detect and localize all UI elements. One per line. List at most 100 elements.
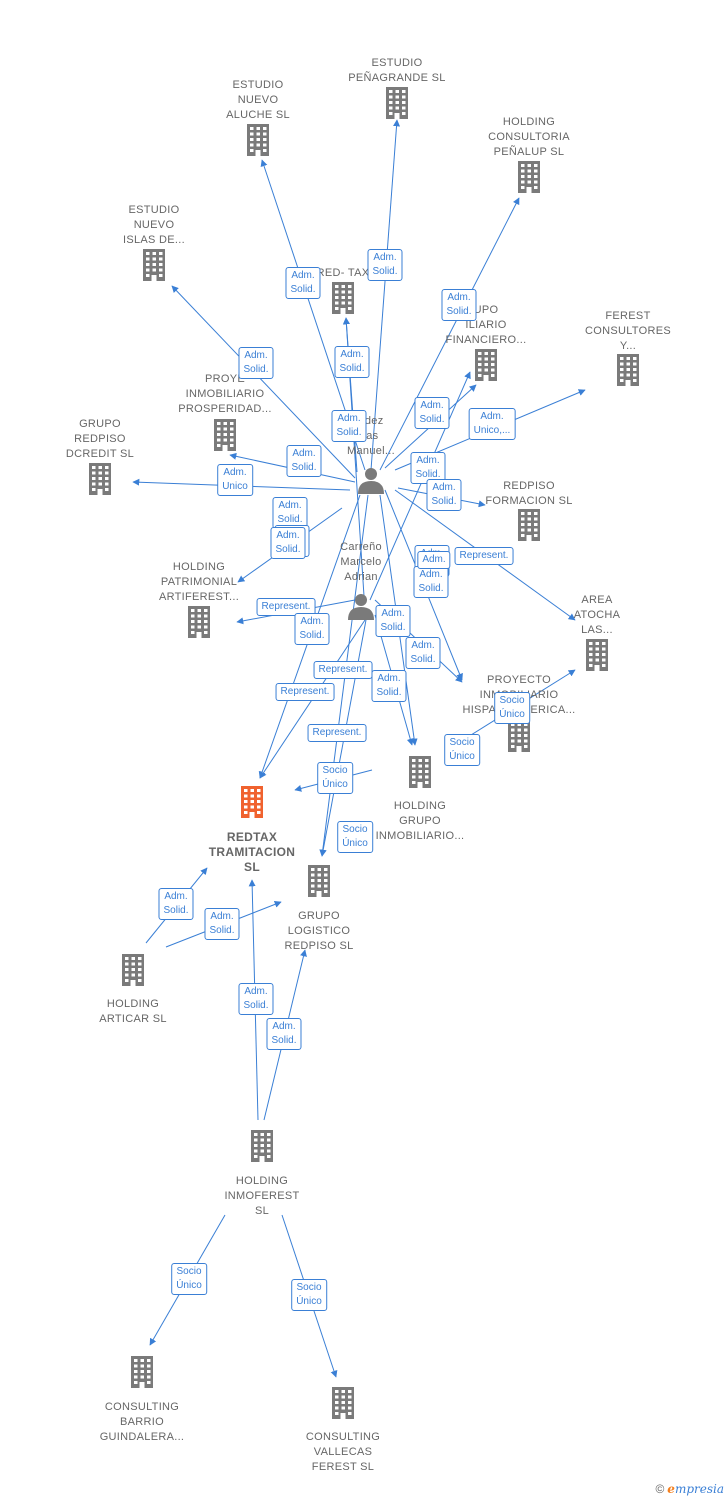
- relation-badge-35[interactable]: Adm.Solid.: [270, 527, 306, 559]
- relation-text: Socio: [499, 695, 525, 706]
- relation-badge-18[interactable]: Represent.: [256, 598, 316, 616]
- holding_penalup-building-icon[interactable]: [518, 161, 540, 193]
- relation-badge-17[interactable]: Adm.Solid.: [375, 605, 411, 637]
- red_tax-building-icon[interactable]: [332, 282, 354, 314]
- redpiso_formacion-building-icon[interactable]: [518, 509, 540, 541]
- relation-badge-36[interactable]: Adm.: [417, 551, 451, 569]
- estudio_aluche-building-icon[interactable]: [247, 124, 269, 156]
- relation-badge-21[interactable]: Represent.: [313, 661, 373, 679]
- consulting_vallecas-building-icon[interactable]: [332, 1387, 354, 1419]
- relation-badge-29[interactable]: Adm.Solid.: [158, 888, 194, 920]
- relation-badge-31[interactable]: Adm.Solid.: [238, 983, 274, 1015]
- relation-text: Único: [499, 709, 525, 720]
- proyecto_prosperidad-building-icon[interactable]: [214, 419, 236, 451]
- label-line: FINANCIERO...: [445, 334, 527, 346]
- relation-badge-26[interactable]: Represent.: [307, 724, 367, 742]
- icons-layer: [89, 87, 639, 1419]
- relation-badge-22[interactable]: Represent.: [275, 683, 335, 701]
- relation-text: Adm.: [480, 411, 504, 422]
- relation-badge-7[interactable]: Adm.Unico,...: [468, 408, 516, 440]
- grupo_financiero-building-icon[interactable]: [475, 349, 497, 381]
- relation-text: Adm.: [377, 673, 401, 684]
- label-line: ESTUDIO: [371, 57, 423, 69]
- holding_grupo_inmobiliario-building-icon[interactable]: [409, 756, 431, 788]
- footer-brand[interactable]: ©empresia: [655, 1482, 724, 1496]
- label-line: FEREST SL: [311, 1461, 375, 1473]
- grupo_logistico-building-icon[interactable]: [308, 865, 330, 897]
- relation-badge-30[interactable]: Adm.Solid.: [204, 908, 240, 940]
- relation-text: Solid.: [339, 363, 365, 374]
- relation-badge-4[interactable]: Adm.Solid.: [331, 410, 367, 442]
- relation-text: Socio: [296, 1282, 322, 1293]
- area_atocha-building-icon[interactable]: [586, 639, 608, 671]
- relation-badge-1[interactable]: Adm.Solid.: [285, 267, 321, 299]
- label-line: HOLDING: [502, 116, 556, 128]
- relation-badge-9[interactable]: Adm.Unico: [217, 464, 253, 496]
- proyecto_hispano-building-icon[interactable]: [508, 720, 530, 752]
- label-line: ias: [363, 430, 379, 442]
- relation-badge-2[interactable]: Adm.Solid.: [238, 347, 274, 379]
- relation-badge-12[interactable]: Adm.Solid.: [272, 497, 308, 529]
- relation-badge-16[interactable]: Adm.Solid.: [413, 566, 449, 598]
- estudio_islas-building-icon[interactable]: [143, 249, 165, 281]
- relation-badge-23[interactable]: Adm.Solid.: [371, 670, 407, 702]
- relation-badge-8[interactable]: Adm.Solid.: [286, 445, 322, 477]
- label-line: GRUPO: [399, 815, 441, 827]
- relation-text: Represent.: [280, 686, 330, 697]
- ferest_consultores-building-icon[interactable]: [617, 354, 639, 386]
- relation-badge-32[interactable]: Adm.Solid.: [266, 1018, 302, 1050]
- relation-badge-0[interactable]: Adm.Solid.: [367, 249, 403, 281]
- relation-badge-6[interactable]: Adm.Solid.: [414, 397, 450, 429]
- grupo_dcredit-building-icon[interactable]: [89, 463, 111, 495]
- label-line: UPO: [473, 304, 499, 316]
- consulting_barrio-building-icon[interactable]: [131, 1356, 153, 1388]
- person_carreno-person-icon[interactable]: [348, 594, 374, 620]
- holding_artiferest-building-icon[interactable]: [188, 606, 210, 638]
- relation-text: Único: [296, 1296, 322, 1307]
- person_manuel-person-icon[interactable]: [358, 468, 384, 494]
- estudio_penagrande-building-icon[interactable]: [386, 87, 408, 119]
- label-line: GRUPO: [298, 910, 340, 922]
- red_tax-label[interactable]: RED- TAX: [317, 266, 370, 281]
- label-line: SL: [244, 860, 260, 874]
- relation-badge-11[interactable]: Adm.Solid.: [426, 479, 462, 511]
- redtax-building-icon[interactable]: [241, 786, 263, 818]
- relation-badge-19[interactable]: Adm.Solid.: [294, 613, 330, 645]
- holding_inmoferest-building-icon[interactable]: [251, 1130, 273, 1162]
- relation-text: Único: [322, 779, 348, 790]
- relation-badge-3[interactable]: Adm.Solid.: [334, 346, 370, 378]
- label-line: ARTICAR SL: [99, 1013, 167, 1025]
- label-line: Adrian: [344, 571, 378, 583]
- relation-badge-20[interactable]: Adm.Solid.: [405, 637, 441, 669]
- edge-0: [370, 119, 401, 471]
- holding_articar-building-icon[interactable]: [122, 954, 144, 986]
- relation-badge-5[interactable]: Adm.Solid.: [441, 289, 477, 321]
- relation-badge-15[interactable]: Represent.: [454, 547, 514, 565]
- relation-badge-10[interactable]: Adm.Solid.: [410, 452, 446, 484]
